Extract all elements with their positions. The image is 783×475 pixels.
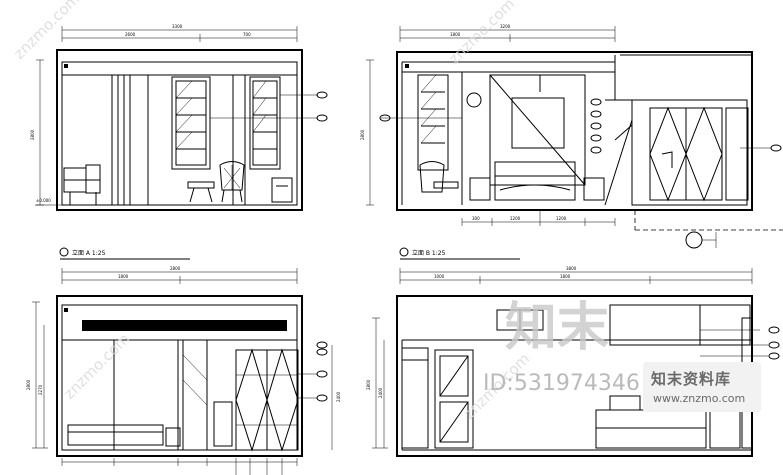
brand-url: www.znzmo.com: [653, 392, 746, 405]
caption-b: 立面 B 1:25: [399, 247, 520, 260]
dim-a-height: 2800: [30, 129, 35, 140]
dim-c-total: 2800: [170, 266, 181, 271]
watermark-diagonal-1: znzmo.com: [10, 0, 83, 63]
dim-d-height-1: 2800: [366, 379, 371, 390]
dim-b-total: 3200: [500, 24, 511, 29]
elevation-b: 3200 1800 2800: [360, 24, 783, 249]
caption-a: 立面 A 1:25: [59, 247, 190, 260]
dim-b-height: 2800: [360, 129, 365, 140]
brand-name: 知末资料库: [651, 370, 732, 388]
dim-a-2: 700: [243, 32, 251, 37]
dim-d-total: 3800: [566, 266, 577, 271]
dim-a-total: 3300: [172, 24, 183, 29]
dim-b-bottom-2: 1200: [510, 216, 521, 221]
svg-text:2400: 2400: [336, 391, 341, 402]
elevation-d: 3800 1000 1800 2800 2400: [366, 266, 780, 457]
dim-b-bottom-1: 300: [472, 216, 480, 221]
view-a-label: 立面 A 1:25: [72, 249, 106, 257]
brand-badge: 知末资料库 www.znzmo.com: [643, 362, 761, 412]
dim-d-1: 1000: [434, 274, 445, 279]
dim-c-height-2: 2270: [38, 384, 43, 395]
svg-text:±0.000: ±0.000: [36, 198, 51, 203]
watermark-layer: znzmo.com znzmo.com znzmo.com znzmo.com …: [10, 0, 640, 423]
dim-c-height-1: 2800: [26, 379, 31, 390]
view-b-label: 立面 B 1:25: [412, 249, 446, 257]
dim-b-bottom-3: 1200: [556, 216, 567, 221]
watermark-id: ID:531974346: [483, 371, 640, 396]
dim-d-height-2: 2400: [378, 387, 383, 398]
dim-c-1: 1800: [118, 274, 129, 279]
elevation-c: 2800 1800 2800 2270: [26, 266, 341, 475]
dim-b-1: 1800: [450, 32, 461, 37]
dim-a-1: 2600: [125, 32, 136, 37]
watermark-diagonal-3: znzmo.com: [60, 330, 133, 403]
dim-d-2: 1800: [560, 274, 571, 279]
elevation-a: 3300 2600 700 2800: [30, 24, 328, 211]
watermark-logo: 知末: [505, 298, 609, 358]
